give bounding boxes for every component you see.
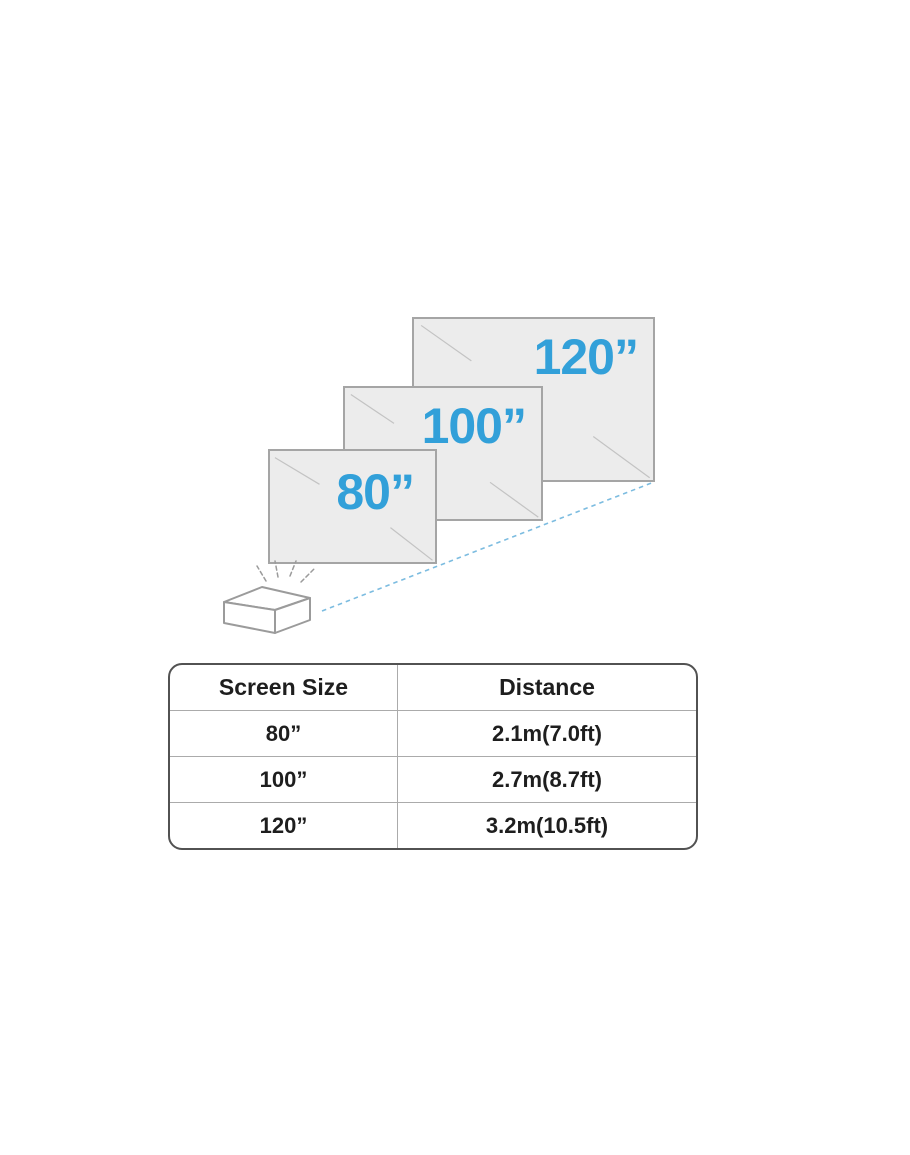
table-cell-distance-80: 2.1m(7.0ft) [397, 711, 696, 756]
table-row: 120” 3.2m(10.5ft) [170, 802, 696, 848]
table-cell-distance-100: 2.7m(8.7ft) [397, 757, 696, 802]
table-cell-size-120: 120” [259, 812, 308, 838]
screen-size-label-80: 80” [336, 464, 415, 520]
screen-80: 80” [268, 449, 437, 564]
table-header-distance: Distance [397, 665, 696, 710]
light-rays-icon [256, 560, 315, 583]
distance-table: Screen Size Distance 80” 2.1m(7.0ft) 100… [168, 663, 698, 850]
table-cell-size-80: 80” [265, 720, 302, 746]
screen-glare-lines [414, 319, 653, 480]
table-row: 80” 2.1m(7.0ft) [170, 710, 696, 756]
screen-size-label-120: 120” [533, 329, 639, 385]
screen-size-label-100: 100” [421, 398, 527, 454]
table-header-row: Screen Size Distance [170, 665, 696, 710]
table-header-screen-size: Screen Size [218, 674, 349, 700]
table-row: 100” 2.7m(8.7ft) [170, 756, 696, 802]
table-cell-size-100: 100” [259, 766, 308, 792]
table-cell-distance-120: 3.2m(10.5ft) [397, 803, 696, 848]
projector-box-icon [223, 586, 311, 634]
